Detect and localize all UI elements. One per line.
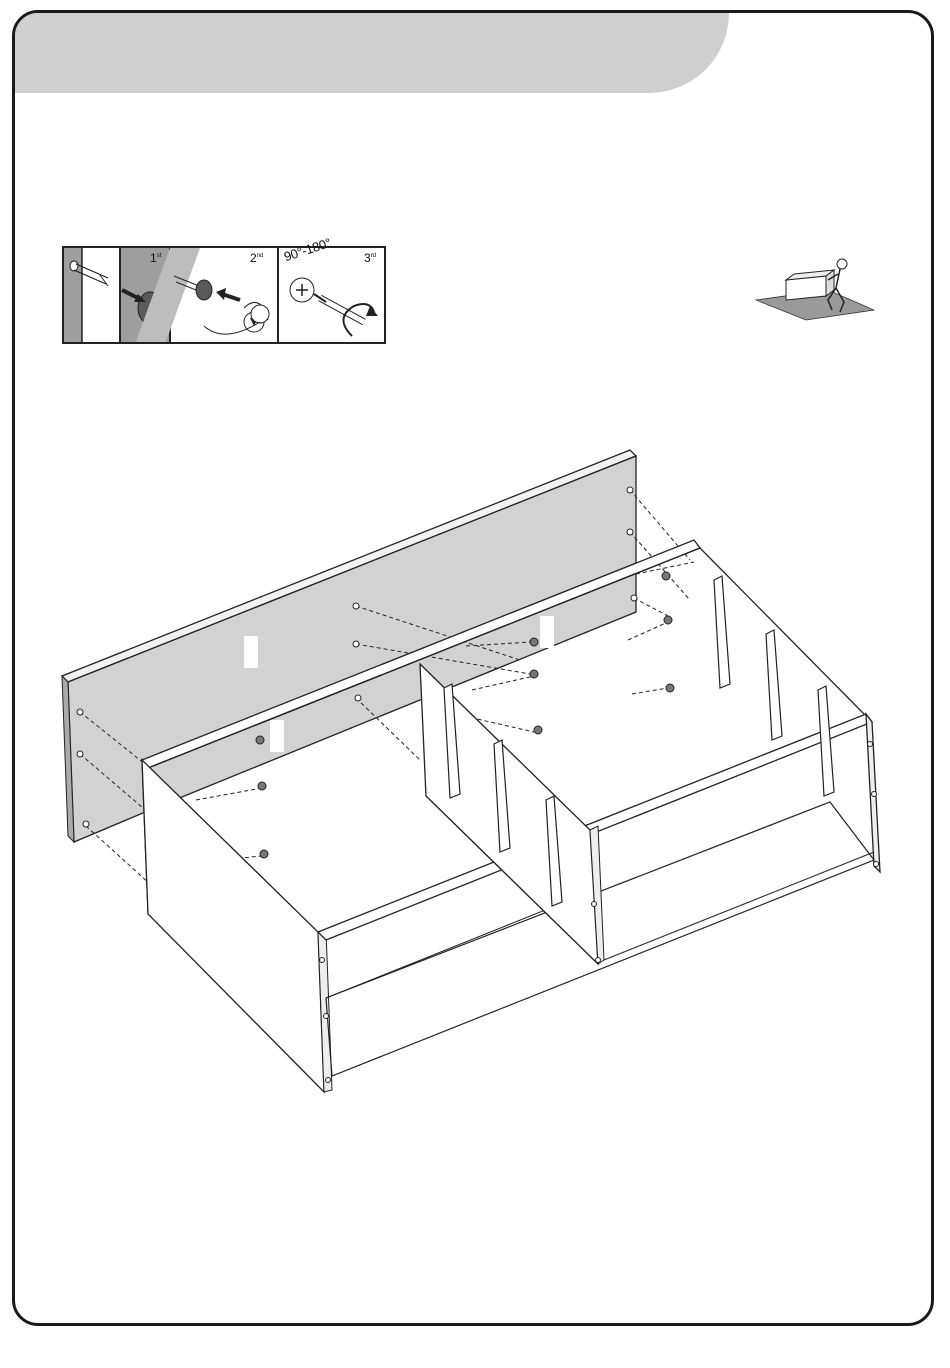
left-side-panel xyxy=(142,760,332,1092)
part-tag-lower xyxy=(270,720,284,752)
part-tag-left xyxy=(244,636,258,668)
part-tag-right xyxy=(540,616,554,648)
